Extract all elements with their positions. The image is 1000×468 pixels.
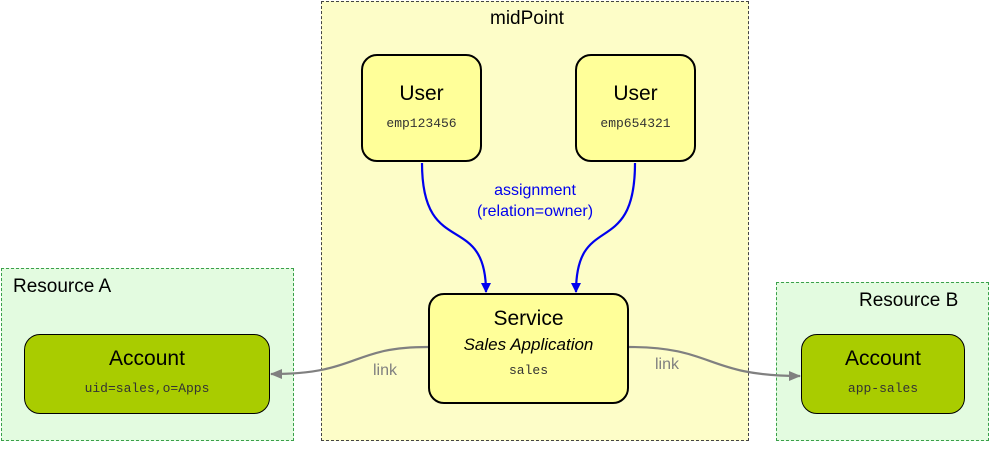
user-node-id: emp123456: [386, 116, 457, 131]
account-node-resource-b[interactable]: Account app-sales: [801, 334, 965, 414]
assignment-label-text: assignment: [494, 182, 576, 199]
service-node[interactable]: Service Sales Application sales: [428, 293, 629, 404]
resource-a-cluster-label: Resource A: [13, 276, 112, 297]
service-node-title: Service: [493, 307, 564, 330]
assignment-edge-label: assignment (relation=owner): [462, 180, 608, 222]
assignment-edge-1: [420, 162, 491, 293]
user-node-emp123456[interactable]: User emp123456: [361, 54, 482, 162]
user-node-emp654321[interactable]: User emp654321: [575, 54, 696, 162]
user-node-title: User: [613, 82, 658, 105]
service-node-id: sales: [508, 363, 548, 378]
link-edge-b: [628, 345, 801, 381]
assignment-relation-text: (relation=owner): [476, 203, 594, 220]
assignment-edge-2: [571, 162, 637, 293]
link-b-label: link: [655, 356, 680, 373]
resource-b-cluster-label: Resource B: [859, 290, 959, 311]
link-edge-a: [270, 345, 429, 379]
midpoint-cluster-label: midPoint: [490, 8, 564, 29]
link-a-label: link: [373, 362, 398, 379]
user-node-id: emp654321: [600, 116, 671, 131]
user-node-title: User: [399, 82, 444, 105]
account-node-title: Account: [845, 347, 921, 370]
account-node-id: uid=sales,o=Apps: [84, 381, 210, 396]
account-node-resource-a[interactable]: Account uid=sales,o=Apps: [24, 334, 270, 414]
account-node-title: Account: [109, 347, 185, 370]
account-node-id: app-sales: [847, 381, 919, 396]
service-node-name: Sales Application: [463, 335, 594, 354]
